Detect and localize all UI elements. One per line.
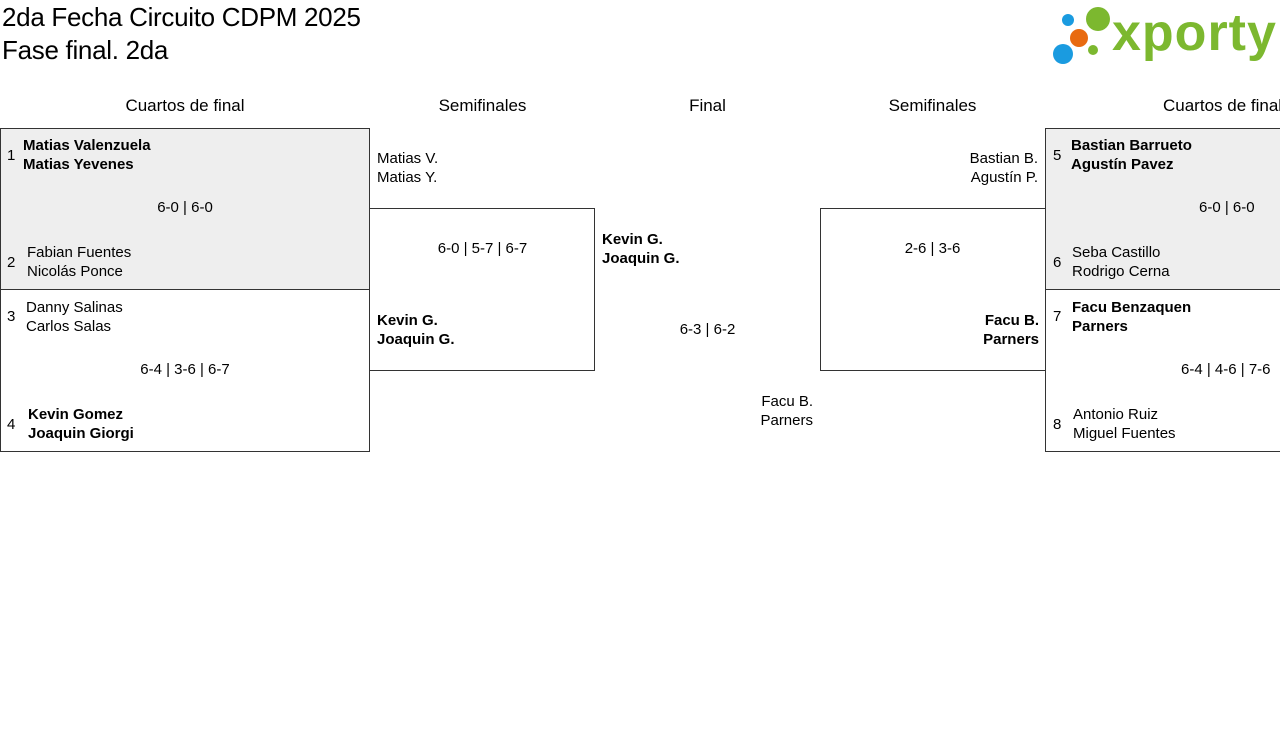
player-name: Joaquin G. [602,250,680,267]
match-score: 2-6 | 3-6 [904,240,961,257]
player-name: Carlos Salas [26,318,112,335]
team-m4-bottom: Antonio Ruiz Miguel Fuentes [1073,405,1176,443]
team-left-semi-bottom: Kevin G. Joaquin G. [377,311,455,349]
page-subtitle: Fase final. 2da [2,35,169,65]
team-m2-top: Danny Salinas Carlos Salas [26,298,123,336]
player-name: Fabian Fuentes [27,244,132,261]
player-name: Matias V. [377,150,439,167]
match-score: 6-3 | 6-2 [679,321,736,338]
team-m1-top: Matias Valenzuela Matias Yevenes [23,136,151,174]
player-name: Antonio Ruiz [1073,406,1159,423]
player-name: Kevin G. [377,312,438,329]
player-name: Facu Benzaquen [1072,299,1192,316]
player-name: Miguel Fuentes [1073,425,1176,442]
page-title: 2da Fecha Circuito CDPM 2025 [2,2,361,32]
player-name: Matias Valenzuela [23,137,151,154]
semi-match-left [369,208,595,371]
player-name: Kevin Gomez [28,406,124,423]
player-name: Rodrigo Cerna [1072,263,1170,280]
player-name: Matias Yevenes [23,156,134,173]
seed-number: 3 [7,308,16,325]
round-label-left-quarters: Cuartos de final [125,96,245,115]
quarter-match-4 [1045,289,1280,452]
team-final-winner: Kevin G. Joaquin G. [602,230,680,268]
seed-number: 6 [1053,254,1062,271]
team-m1-bottom: Fabian Fuentes Nicolás Ponce [27,243,131,281]
seed-number: 5 [1053,147,1062,164]
round-label-final: Final [689,96,726,115]
player-name: Agustín Pavez [1071,156,1174,173]
player-name: Parners [1072,318,1128,335]
player-name: Danny Salinas [26,299,123,316]
match-score: 6-0 | 6-0 [157,199,213,216]
xporty-dots-logo: xporty [1052,4,1277,66]
player-name: Parners [983,331,1039,348]
player-name: Matias Y. [377,169,438,186]
team-m3-bottom: Seba Castillo Rodrigo Cerna [1072,243,1170,281]
player-name: Bastian B. [969,150,1038,167]
logo-dot-green [1086,7,1110,31]
player-name: Joaquin G. [377,331,455,348]
team-right-semi-bottom: Facu B. Parners [900,311,1039,349]
player-name: Joaquin Giorgi [28,425,134,442]
player-name: Kevin G. [602,231,663,248]
logo-dot-orange [1070,29,1088,47]
logo-dot-blue [1053,44,1073,64]
match-score: 6-0 | 6-0 [1199,199,1255,216]
logo-dot-blue-top [1062,14,1074,26]
player-name: Agustín P. [970,169,1038,186]
player-name: Seba Castillo [1072,244,1161,261]
player-name: Facu B. [761,393,813,410]
match-score: 6-0 | 5-7 | 6-7 [437,240,528,257]
seed-number: 4 [7,416,16,433]
quarter-match-3 [1045,128,1280,290]
player-name: Parners [760,412,813,429]
player-name: Bastian Barrueto [1071,137,1192,154]
match-score: 6-4 | 4-6 | 7-6 [1181,361,1271,378]
logo-dot-green-small [1088,45,1098,55]
quarter-match-1 [0,128,370,290]
match-score: 6-4 | 3-6 | 6-7 [140,361,230,378]
round-label-right-quarters: Cuartos de final [1163,96,1280,115]
team-m2-bottom: Kevin Gomez Joaquin Giorgi [28,405,134,443]
team-m4-top: Facu Benzaquen Parners [1072,298,1191,336]
team-left-semi-top: Matias V. Matias Y. [377,149,438,187]
team-right-semi-top: Bastian B. Agustín P. [900,149,1038,187]
player-name: Nicolás Ponce [27,263,123,280]
seed-number: 1 [7,147,16,164]
seed-number: 7 [1053,308,1062,325]
logo-text: xporty [1112,4,1277,62]
seed-number: 8 [1053,416,1062,433]
team-final-runner-up: Facu B. Parners [700,392,813,430]
player-name: Facu B. [984,312,1039,329]
team-m3-top: Bastian Barrueto Agustín Pavez [1071,136,1192,174]
round-label-right-semis: Semifinales [888,96,977,115]
seed-number: 2 [7,254,16,271]
round-label-left-semis: Semifinales [438,96,527,115]
